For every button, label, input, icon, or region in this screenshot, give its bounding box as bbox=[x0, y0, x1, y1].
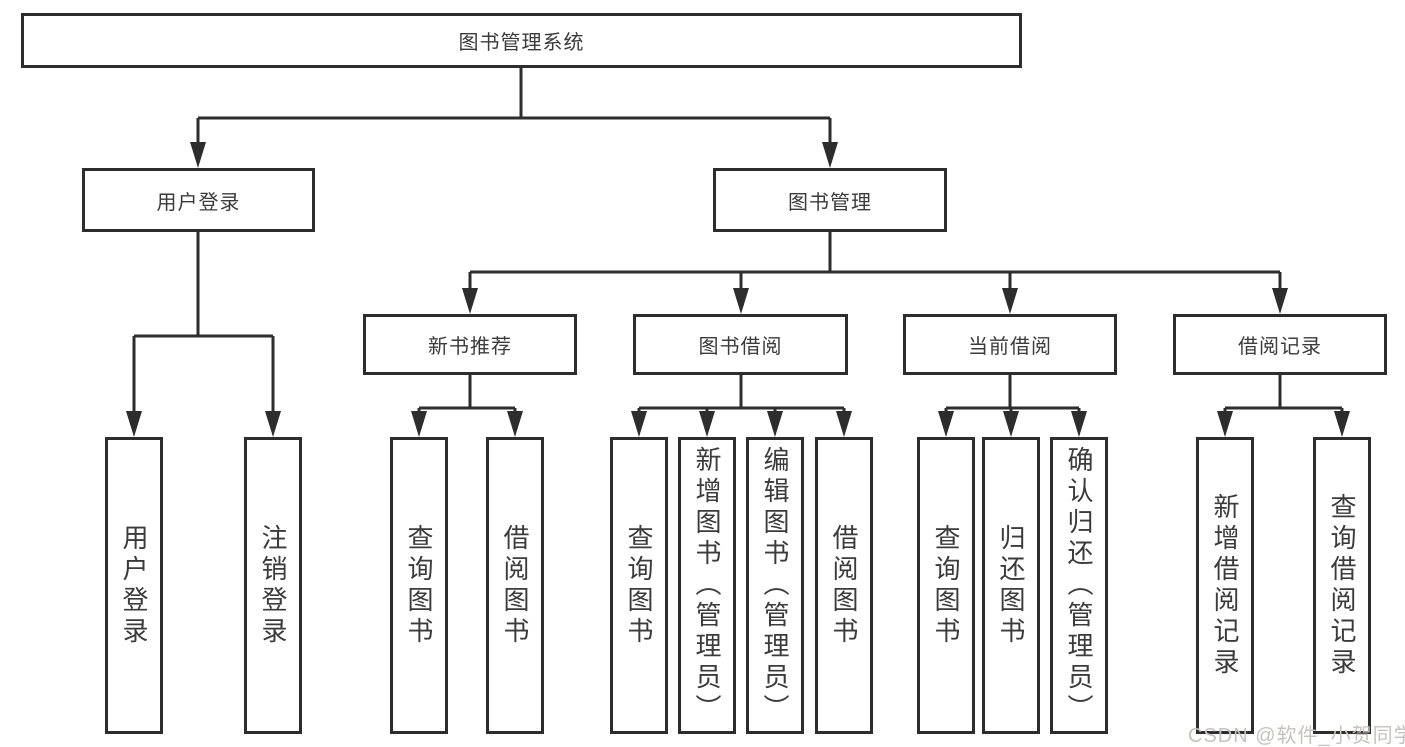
connector-new-book-recommend-children bbox=[417, 375, 517, 414]
leaf-label: 新增图书（管理员） bbox=[692, 446, 722, 725]
node-label: 图书借阅 bbox=[698, 336, 783, 358]
leaf-label: 新增借阅记录 bbox=[1210, 492, 1240, 679]
leaf-bb-edit-books-admin: 编辑图书（管理员） bbox=[746, 437, 804, 734]
leaf-cb-query-books: 查询图书 bbox=[917, 437, 975, 734]
arrowhead-borrow-records bbox=[1272, 288, 1288, 314]
connector-user-login-children bbox=[132, 232, 275, 413]
connector-book-borrow-children bbox=[637, 375, 846, 414]
leaf-nbr-borrow-books: 借阅图书 bbox=[486, 437, 544, 734]
arrowhead-book-borrow bbox=[733, 288, 749, 314]
arrowhead-br-query bbox=[1334, 411, 1350, 437]
arrowhead-nbr-query bbox=[411, 411, 427, 437]
node-label: 当前借阅 bbox=[968, 336, 1052, 358]
arrowhead-cb-confirm bbox=[1071, 411, 1087, 437]
arrowhead-bb-borrow bbox=[836, 411, 852, 437]
csdn-watermark: CSDN @软件_小贺同学 bbox=[1188, 725, 1405, 747]
arrowhead-nbr-borrow bbox=[507, 411, 523, 437]
node-current-borrow: 当前借阅 bbox=[903, 314, 1117, 375]
arrowhead-user-login bbox=[190, 142, 206, 168]
node-user-login: 用户登录 bbox=[82, 168, 315, 232]
leaf-label: 借阅图书 bbox=[829, 523, 859, 648]
arrowhead-br-add bbox=[1217, 411, 1233, 437]
node-borrow-records: 借阅记录 bbox=[1173, 314, 1387, 375]
leaf-label: 确认归还（管理员） bbox=[1064, 446, 1094, 725]
leaf-logout-login: 注销登录 bbox=[244, 437, 302, 734]
leaf-bb-query-books: 查询图书 bbox=[610, 437, 668, 734]
leaf-label: 查询借阅记录 bbox=[1327, 492, 1357, 679]
arrowhead-bb-edit bbox=[767, 411, 783, 437]
arrowhead-leaf-logout bbox=[265, 411, 281, 437]
connector-borrow-records-children bbox=[1223, 375, 1344, 414]
leaf-label: 查询图书 bbox=[624, 523, 654, 648]
node-label: 借阅记录 bbox=[1238, 336, 1322, 358]
node-label: 用户登录 bbox=[156, 191, 241, 214]
arrowhead-cb-query bbox=[938, 411, 954, 437]
node-new-book-recommend: 新书推荐 bbox=[363, 314, 577, 375]
arrowhead-bb-query bbox=[631, 411, 647, 437]
leaf-label: 查询图书 bbox=[931, 523, 961, 648]
leaf-br-add-borrow-record: 新增借阅记录 bbox=[1196, 437, 1254, 734]
leaf-label: 注销登录 bbox=[258, 523, 288, 648]
connector-root-to-level2 bbox=[196, 68, 832, 144]
node-book-borrow: 图书借阅 bbox=[633, 314, 848, 375]
arrowhead-cb-return bbox=[1003, 411, 1019, 437]
node-label: 新书推荐 bbox=[428, 336, 512, 358]
leaf-nbr-query-books: 查询图书 bbox=[390, 437, 448, 734]
arrowhead-current-borrow bbox=[1002, 288, 1018, 314]
node-label: 图书管理 bbox=[788, 191, 872, 214]
node-label: 图书管理系统 bbox=[458, 32, 585, 54]
node-library-management-system: 图书管理系统 bbox=[21, 13, 1022, 68]
leaf-label: 查询图书 bbox=[404, 523, 434, 648]
leaf-user-login: 用户登录 bbox=[105, 437, 163, 734]
arrowhead-leaf-user-login bbox=[126, 411, 142, 437]
leaf-cb-return-books: 归还图书 bbox=[982, 437, 1040, 734]
leaf-cb-confirm-return-admin: 确认归还（管理员） bbox=[1050, 437, 1108, 734]
leaf-bb-add-books-admin: 新增图书（管理员） bbox=[678, 437, 736, 734]
leaf-label: 归还图书 bbox=[996, 523, 1026, 648]
arrowhead-book-management bbox=[822, 142, 838, 168]
leaf-bb-borrow-books: 借阅图书 bbox=[815, 437, 873, 734]
arrowhead-new-book-recommend bbox=[462, 288, 478, 314]
leaf-label: 编辑图书（管理员） bbox=[760, 446, 790, 725]
node-book-management: 图书管理 bbox=[713, 168, 947, 232]
connector-book-management-children bbox=[468, 232, 1282, 290]
connector-current-borrow-children bbox=[944, 375, 1081, 414]
arrowhead-bb-add bbox=[699, 411, 715, 437]
leaf-label: 借阅图书 bbox=[500, 523, 530, 648]
leaf-label: 用户登录 bbox=[119, 523, 149, 648]
leaf-br-query-borrow-record: 查询借阅记录 bbox=[1313, 437, 1371, 734]
